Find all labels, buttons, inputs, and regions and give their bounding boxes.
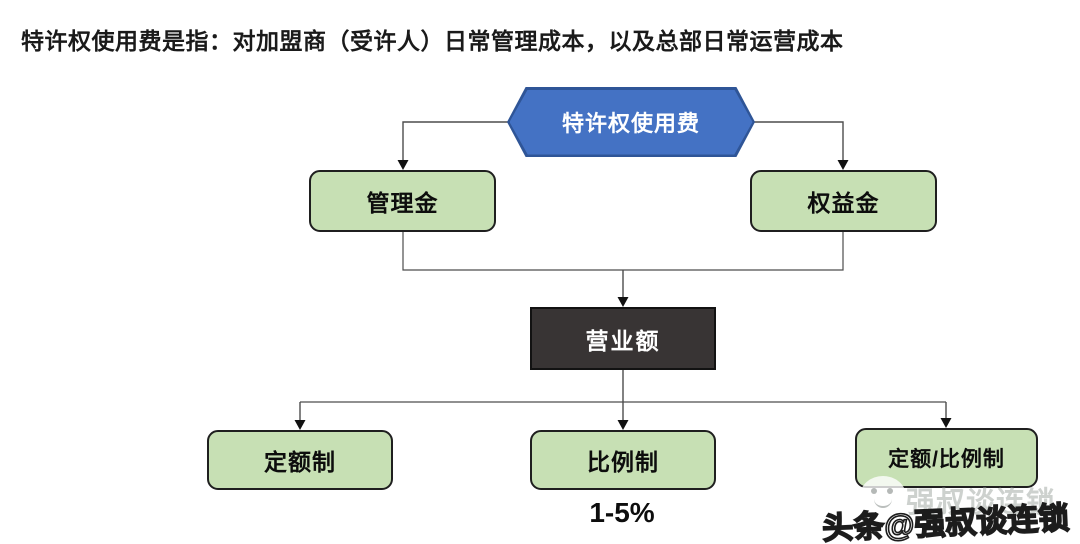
node-fixed-amount: 定额制 (207, 430, 393, 490)
node-royalty-fee-label: 特许权使用费 (561, 111, 700, 136)
node-royalty-fee: 特许权使用费 (507, 87, 755, 157)
mascot-eye-right (887, 488, 893, 494)
node-royalty-fee-fill: 特许权使用费 (509, 89, 753, 155)
node-fixed-amount-label: 定额制 (264, 449, 336, 475)
rate-note: 1-5% (589, 497, 655, 528)
node-revenue: 营业额 (530, 307, 716, 370)
mascot-face-icon (860, 476, 906, 516)
mascot-eye-left (871, 488, 877, 494)
node-management-fee: 管理金 (309, 170, 496, 232)
node-equity-fee-label: 权益金 (807, 190, 880, 216)
node-equity-fee: 权益金 (750, 170, 937, 232)
mascot-mouth (874, 498, 892, 508)
watermark-small-text: 强叔谈连锁 (906, 487, 1057, 519)
node-fixed-or-proportional-label: 定额/比例制 (888, 448, 1005, 471)
node-revenue-label: 营业额 (585, 327, 661, 354)
page-title: 特许权使用费是指：对加盟商（受许人）日常管理成本，以及总部日常运营成本 (21, 28, 844, 54)
node-proportional-label: 比例制 (587, 449, 659, 475)
node-proportional: 比例制 (530, 430, 716, 490)
node-management-fee-label: 管理金 (366, 190, 439, 216)
